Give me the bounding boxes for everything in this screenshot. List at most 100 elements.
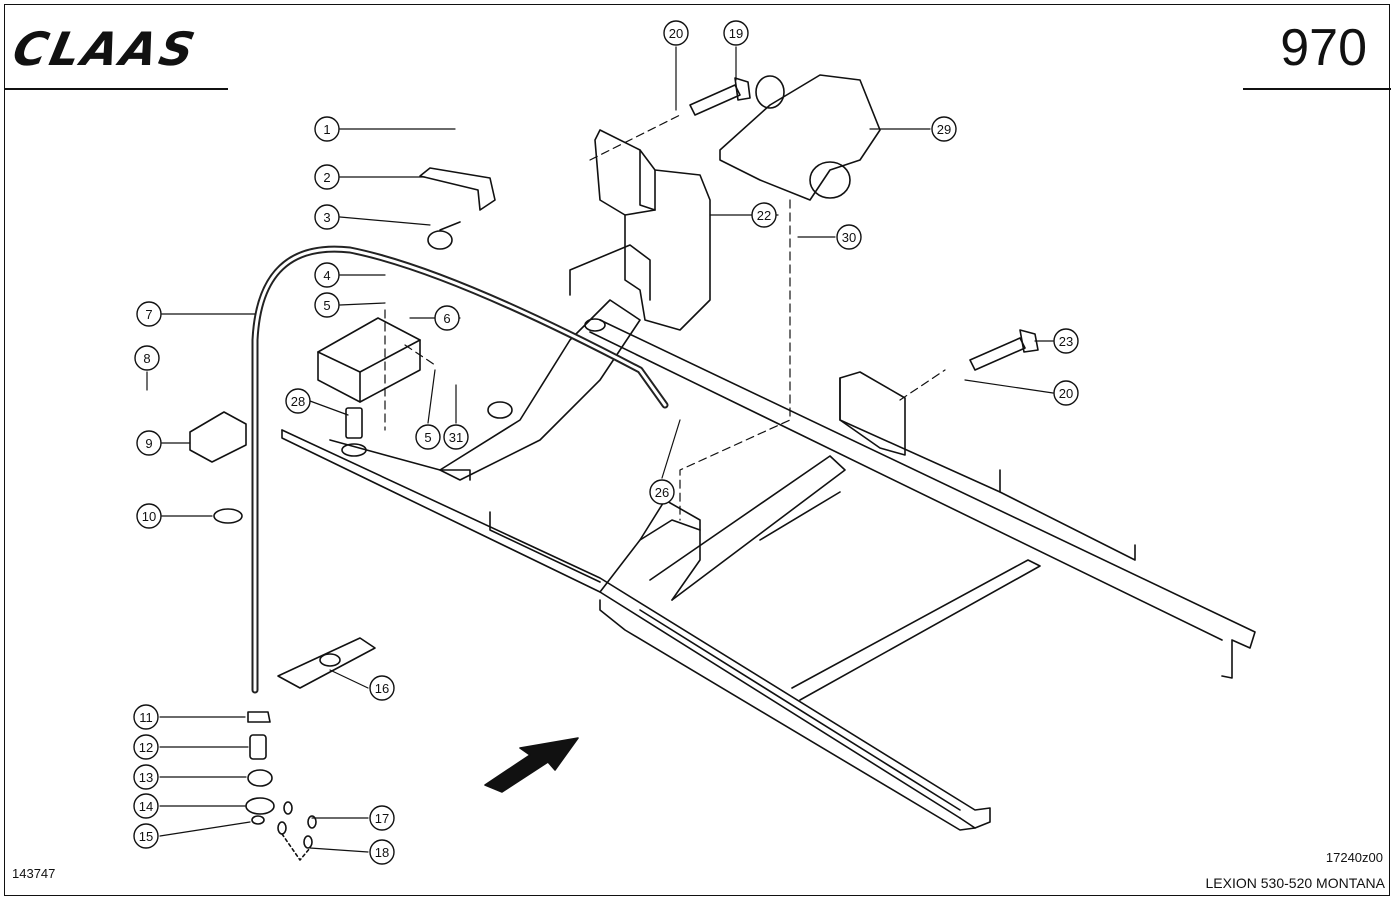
- callout-circle: [836, 224, 862, 250]
- callout-circle: [136, 430, 162, 456]
- callout-label: 6: [443, 311, 450, 326]
- plate-2: [419, 167, 496, 211]
- callout-2: 2: [314, 164, 340, 190]
- callout-13: 13: [133, 764, 159, 790]
- callout-28: 28: [285, 388, 311, 414]
- callout-label: 5: [424, 430, 431, 445]
- callout-layer: 1234567891011121314151617181920222930232…: [133, 20, 1079, 865]
- callout-31: 31: [443, 424, 469, 450]
- callout-circle: [443, 424, 469, 450]
- callout-5: 5: [314, 292, 340, 318]
- callout-26: 26: [649, 479, 675, 505]
- callout-circle: [314, 262, 340, 288]
- sheet-code: 17240z00: [1325, 850, 1383, 865]
- direction-arrow: [484, 737, 579, 793]
- callout-label: 11: [139, 710, 153, 725]
- callout-label: 20: [1059, 386, 1073, 401]
- callout-11: 11: [133, 704, 159, 730]
- callout-12: 12: [133, 734, 159, 760]
- vertical-support-22: [594, 129, 711, 331]
- bracket-6: [317, 317, 421, 403]
- callout-4: 4: [314, 262, 340, 288]
- frame-rail-left: [281, 429, 991, 831]
- model-name: LEXION 530-520 MONTANA: [1205, 875, 1385, 891]
- callout-circle: [649, 479, 675, 505]
- clip-10: [213, 508, 243, 524]
- callout-circle: [134, 345, 160, 371]
- callout-label: 26: [655, 485, 669, 500]
- drawing-number: 143747: [12, 866, 56, 881]
- callout-label: 9: [145, 436, 152, 451]
- bolt-19: [689, 77, 751, 116]
- rear-arch: [329, 244, 651, 481]
- callout-label: 3: [323, 210, 330, 225]
- assembly-lines: [384, 114, 946, 521]
- callout-17: 17: [369, 805, 395, 831]
- callout-label: 2: [323, 170, 330, 185]
- clamp-block-9: [189, 411, 247, 463]
- callout-circle: [136, 503, 162, 529]
- callout-16: 16: [369, 675, 395, 701]
- callout-label: 16: [375, 681, 389, 696]
- callout-5: 5: [415, 424, 441, 450]
- callout-7: 7: [136, 301, 162, 327]
- callout-label: 1: [323, 122, 330, 137]
- cross-members: [599, 455, 1041, 701]
- bolt-23: [969, 329, 1039, 371]
- callout-1: 1: [314, 116, 340, 142]
- callout-6: 6: [434, 305, 460, 331]
- callout-14: 14: [133, 793, 159, 819]
- callout-circle: [133, 764, 159, 790]
- callout-label: 13: [139, 770, 153, 785]
- callout-20: 20: [1053, 380, 1079, 406]
- fittings-stack: [245, 711, 275, 825]
- callout-23: 23: [1053, 328, 1079, 354]
- callout-circle: [369, 675, 395, 701]
- callout-label: 5: [323, 298, 330, 313]
- callout-18: 18: [369, 839, 395, 865]
- callout-label: 14: [139, 799, 153, 814]
- callout-22: 22: [751, 202, 777, 228]
- page-number-rule: [1243, 88, 1391, 90]
- callout-circle: [133, 704, 159, 730]
- leader-lines: [146, 46, 1054, 853]
- callout-label: 8: [143, 351, 150, 366]
- callout-circle: [314, 204, 340, 230]
- callout-30: 30: [836, 224, 862, 250]
- callout-circle: [663, 20, 689, 46]
- callout-circle: [136, 301, 162, 327]
- callout-15: 15: [133, 823, 159, 849]
- callout-20: 20: [663, 20, 689, 46]
- callout-circle: [434, 305, 460, 331]
- callout-19: 19: [723, 20, 749, 46]
- logo-rule: [4, 88, 228, 90]
- bearing-29: [719, 74, 881, 201]
- callout-circle: [314, 164, 340, 190]
- callout-circle: [1053, 328, 1079, 354]
- callout-label: 19: [729, 26, 743, 41]
- frame-rail-right: [589, 319, 1256, 679]
- callout-label: 30: [842, 230, 856, 245]
- hinge-16: [277, 637, 376, 689]
- callout-circle: [369, 805, 395, 831]
- callout-label: 29: [937, 122, 951, 137]
- callout-circle: [1053, 380, 1079, 406]
- callout-label: 4: [323, 268, 330, 283]
- clamp-3: [427, 221, 461, 250]
- callout-circle: [133, 793, 159, 819]
- callout-label: 28: [291, 394, 305, 409]
- callout-label: 22: [757, 208, 771, 223]
- callout-circle: [751, 202, 777, 228]
- callout-10: 10: [136, 503, 162, 529]
- callout-8: 8: [134, 345, 160, 371]
- callout-circle: [931, 116, 957, 142]
- callout-circle: [723, 20, 749, 46]
- callout-circle: [314, 292, 340, 318]
- side-plate: [839, 371, 906, 456]
- callout-circle: [314, 116, 340, 142]
- spacer-28: [341, 407, 367, 457]
- sheet-frame: [4, 4, 1390, 896]
- callout-9: 9: [136, 430, 162, 456]
